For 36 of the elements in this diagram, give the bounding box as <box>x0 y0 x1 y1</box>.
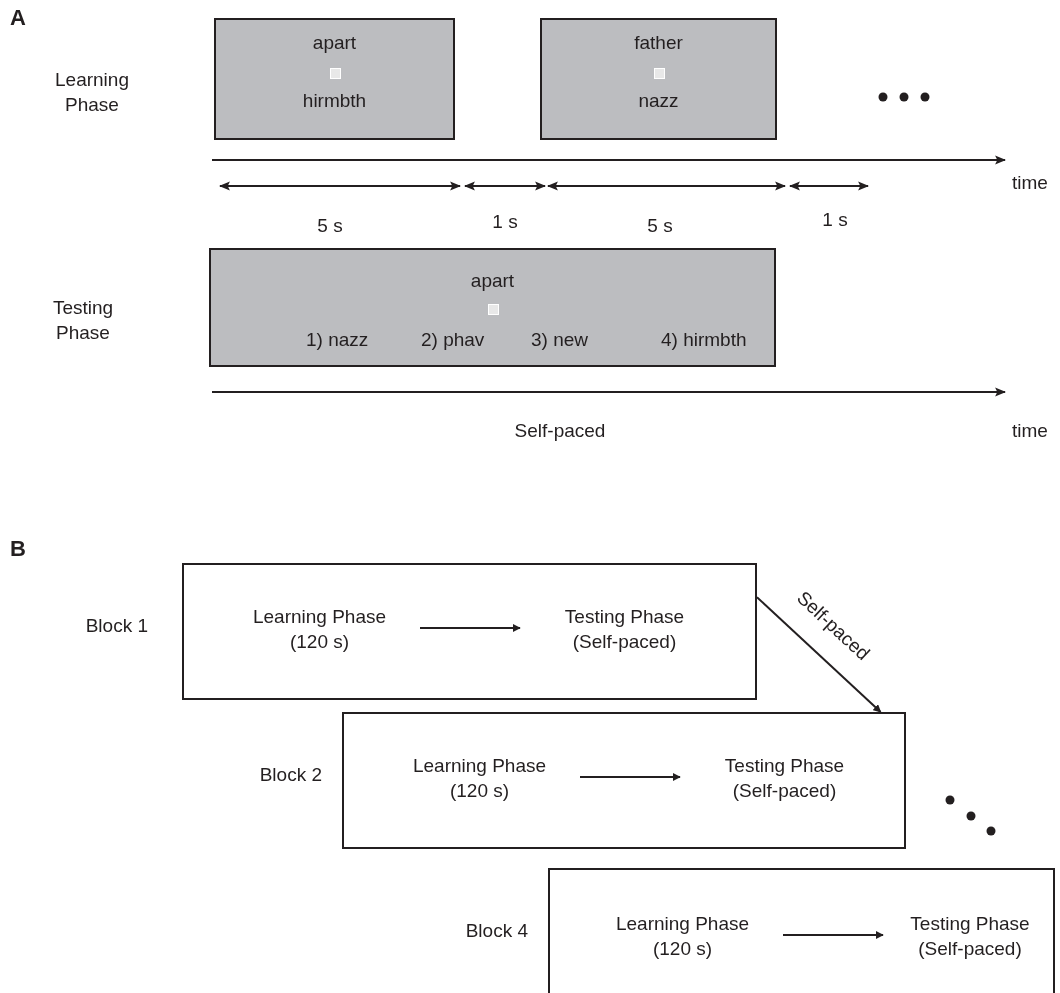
arrow <box>756 596 882 713</box>
stimulus-screen <box>214 18 455 140</box>
phase-label: Learning Phase (120 s) <box>251 605 388 654</box>
phase-label: Testing Phase (Self-paced) <box>723 754 846 803</box>
panel-letter: B <box>10 535 26 563</box>
panel-letter: A <box>10 4 26 32</box>
cue-word: father <box>634 32 683 54</box>
duration-label: 1 s <box>491 210 519 234</box>
stimulus-screen <box>540 18 777 140</box>
duration-label: Self-paced <box>513 419 607 443</box>
row-label: Testing Phase <box>51 296 115 345</box>
axis-label: time <box>1012 171 1048 195</box>
answer-option: 4) hirmbth <box>661 329 747 351</box>
answer-option: 1) nazz <box>306 329 369 351</box>
answer-option: 3) new <box>531 329 589 351</box>
paired-word: hirmbth <box>302 90 367 112</box>
axis-label: time <box>1012 419 1048 443</box>
duration-label: 1 s <box>821 208 849 232</box>
arrow <box>579 773 681 781</box>
phase-label: Learning Phase (120 s) <box>411 754 548 803</box>
block-label: Block 4 <box>465 920 528 942</box>
block-label: Block 2 <box>259 764 322 786</box>
arrow <box>419 624 521 632</box>
duration-label: 5 s <box>316 214 344 238</box>
cue-word: apart <box>312 32 357 54</box>
phase-label: Learning Phase (120 s) <box>614 912 751 961</box>
row-label: Learning Phase <box>54 68 130 117</box>
paired-word: nazz <box>638 90 679 112</box>
phase-label: Testing Phase (Self-paced) <box>563 605 686 654</box>
test-screen <box>209 248 776 367</box>
arrow <box>782 931 884 939</box>
cue-word: apart <box>470 270 515 292</box>
phase-label: Testing Phase (Self-paced) <box>909 912 1031 961</box>
answer-option: 2) phav <box>421 329 485 351</box>
duration-label: 5 s <box>646 214 674 238</box>
block-label: Block 1 <box>85 615 148 637</box>
